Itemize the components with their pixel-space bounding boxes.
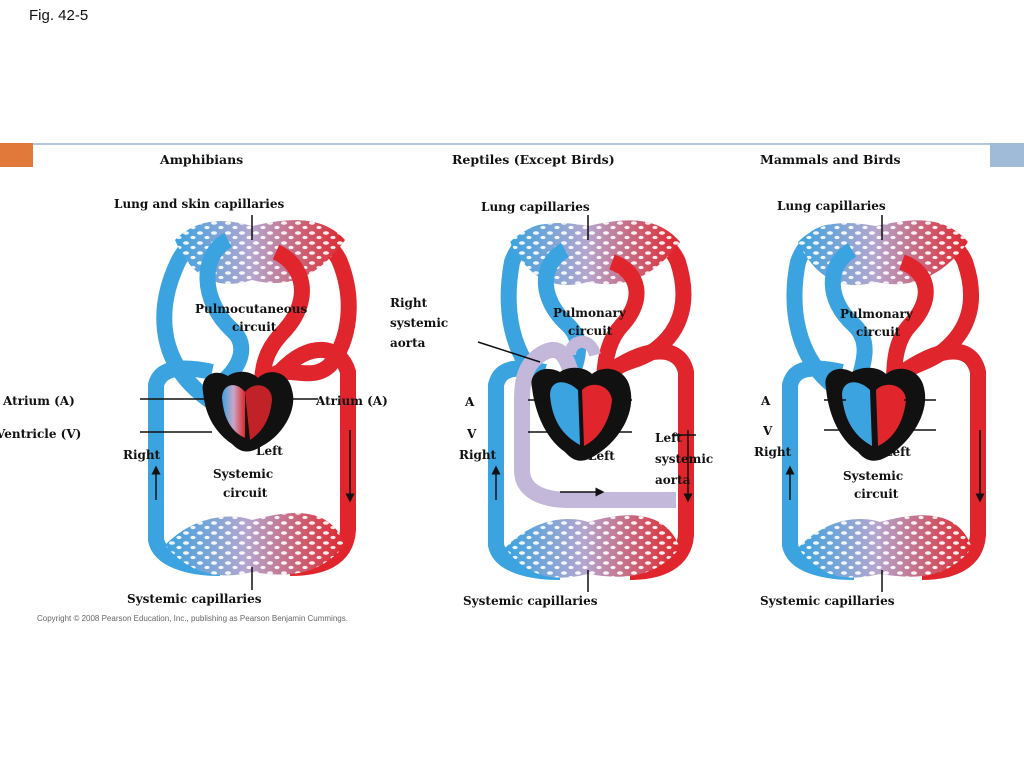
top-capillaries-label: Lung and skin capillaries bbox=[114, 197, 284, 211]
atrium-label: Atrium (A) bbox=[2, 394, 75, 408]
panel-title: Reptiles (Except Birds) bbox=[452, 152, 615, 167]
circuit-label-line1: Pulmonary bbox=[840, 307, 914, 321]
figure-label: Fig. 42-5 bbox=[29, 7, 89, 24]
right-side-label: Right bbox=[459, 448, 497, 462]
right-systemic-aorta bbox=[514, 342, 676, 508]
bottom-capillaries-label: Systemic capillaries bbox=[760, 594, 895, 608]
left-aorta-line3: aorta bbox=[655, 473, 691, 487]
bottom-capillaries-label: Systemic capillaries bbox=[463, 594, 598, 608]
systemic-label-line1: Systemic bbox=[213, 467, 273, 481]
circuit-label-line2: circuit bbox=[856, 325, 901, 339]
atrium-abbr: A bbox=[760, 394, 771, 408]
panel-title: Amphibians bbox=[159, 152, 243, 167]
ventricle-abbr: V bbox=[762, 424, 773, 438]
right-aorta-line1: Right bbox=[390, 296, 428, 310]
top-capillaries-label: Lung capillaries bbox=[481, 200, 590, 214]
right-side-label: Right bbox=[754, 445, 792, 459]
panel-amphibians: Amphibians Lung and skin capillaries Pul… bbox=[0, 152, 388, 606]
systemic-label-line2: circuit bbox=[854, 487, 899, 501]
circuit-label-line2: circuit bbox=[232, 320, 277, 334]
copyright-notice: Copyright © 2008 Pearson Education, Inc.… bbox=[37, 614, 348, 623]
slide-accent-orange bbox=[0, 143, 33, 167]
circuit-label-line1: Pulmocutaneous bbox=[195, 302, 307, 316]
left-aorta-line2: systemic bbox=[655, 452, 713, 466]
systemic-label-line1: Systemic bbox=[843, 469, 903, 483]
ventricle-abbr: V bbox=[466, 427, 477, 441]
right-aorta-line2: systemic bbox=[390, 316, 448, 330]
bottom-capillaries-label: Systemic capillaries bbox=[127, 592, 262, 606]
circuit-label-line1: Pulmonary bbox=[553, 306, 627, 320]
reptile-heart bbox=[531, 367, 632, 461]
slide-accent-blue bbox=[990, 143, 1024, 167]
right-side-label: Right bbox=[123, 448, 161, 462]
top-capillaries-label: Lung capillaries bbox=[777, 199, 886, 213]
right-atrium-label: Atrium (A) bbox=[315, 394, 388, 408]
left-side-label: Left bbox=[588, 449, 615, 463]
left-side-label: Left bbox=[884, 445, 911, 459]
circuit-label-line2: circuit bbox=[568, 324, 613, 338]
left-aorta-line1: Left bbox=[655, 431, 682, 445]
slide-divider-line bbox=[33, 143, 1024, 145]
panel-reptiles: Reptiles (Except Birds) Lung capillaries… bbox=[390, 152, 713, 608]
ventricle-label: Ventricle (V) bbox=[0, 427, 81, 441]
atrium-abbr: A bbox=[464, 395, 475, 409]
systemic-label-line2: circuit bbox=[223, 486, 268, 500]
right-aorta-line3: aorta bbox=[390, 336, 426, 350]
left-side-label: Left bbox=[256, 444, 283, 458]
panel-mammals-birds: Mammals and Birds Lung capillaries Pulmo… bbox=[754, 152, 986, 608]
panel-title: Mammals and Birds bbox=[760, 152, 901, 167]
